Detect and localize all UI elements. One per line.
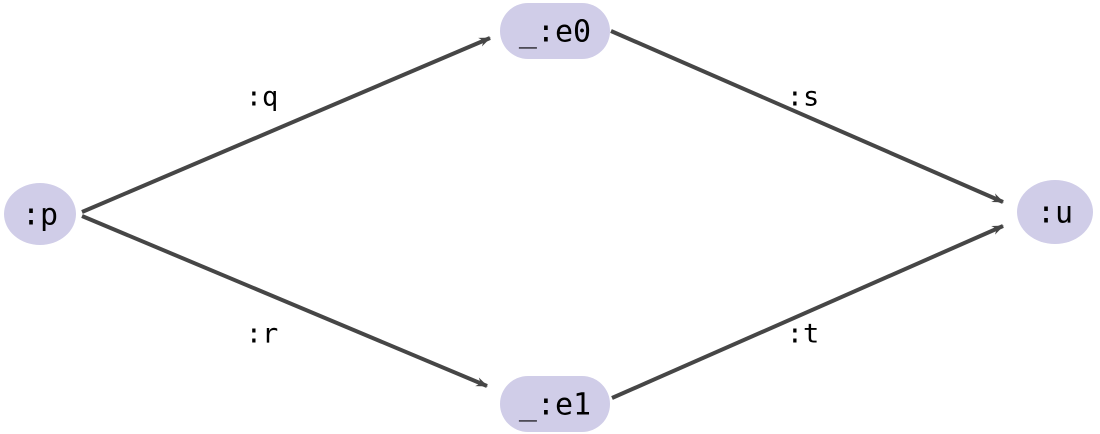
edge-t[interactable]: :t (611, 224, 1004, 400)
edge-s-label: :s (787, 82, 820, 113)
node-e0-label: _:e0 (519, 15, 591, 50)
node-p[interactable]: :p (4, 183, 76, 245)
node-u-label: :u (1037, 196, 1073, 231)
node-e0-shape (500, 3, 610, 59)
node-p-shape (4, 183, 76, 245)
edge-t-label: :t (787, 319, 820, 350)
node-e1[interactable]: _:e1 (500, 376, 610, 432)
node-e1-shape (500, 376, 610, 432)
node-p-label: :p (22, 198, 58, 233)
node-e0[interactable]: _:e0 (500, 3, 610, 59)
edge-q-line (81, 36, 491, 214)
node-u-shape (1017, 180, 1093, 244)
edge-r-label: :r (246, 319, 279, 350)
edge-group: :q :r :s :t (81, 29, 1004, 400)
edge-r-line (81, 214, 488, 388)
edge-r[interactable]: :r (81, 214, 488, 388)
edge-s[interactable]: :s (610, 29, 1004, 204)
edge-t-line (611, 224, 1004, 400)
edge-s-line (610, 29, 1004, 204)
node-e1-label: _:e1 (519, 388, 591, 423)
node-u[interactable]: :u (1017, 180, 1093, 244)
node-group: :p _:e0 _:e1 :u (4, 3, 1093, 432)
edge-q-label: :q (246, 82, 279, 113)
edge-q[interactable]: :q (81, 36, 491, 214)
